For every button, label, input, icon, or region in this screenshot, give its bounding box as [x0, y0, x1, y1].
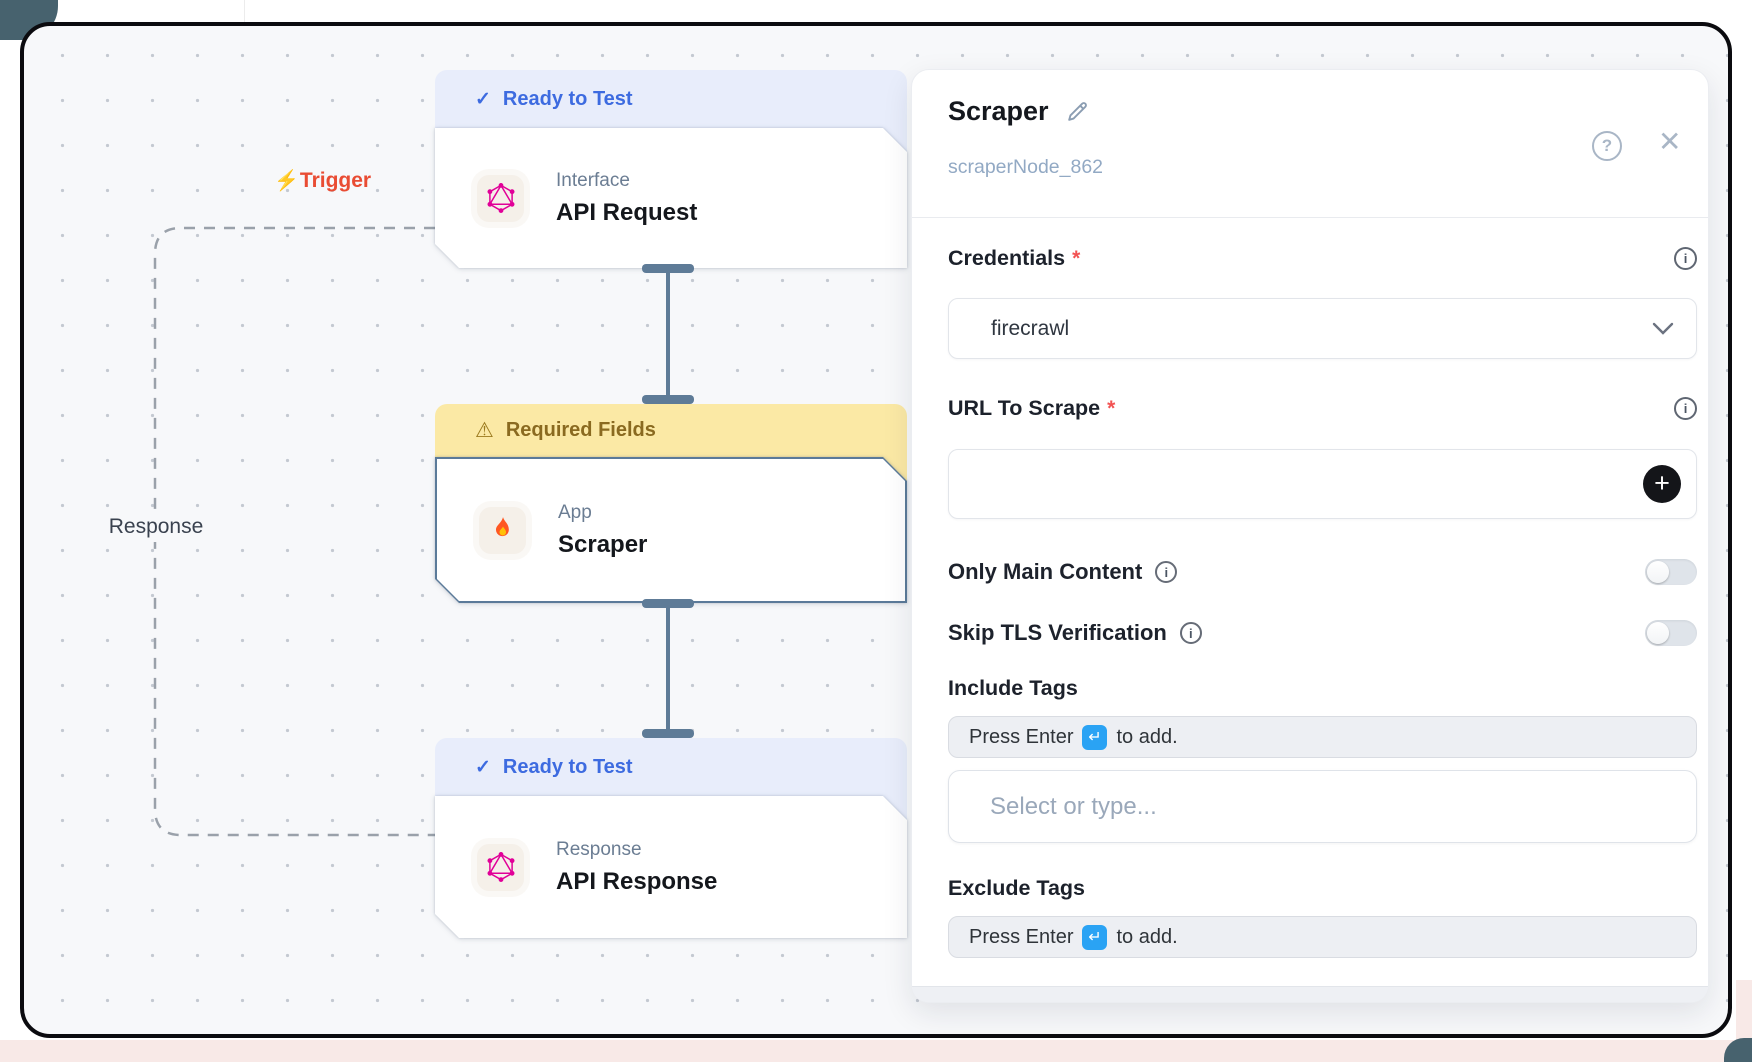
badge-label: Ready to Test: [502, 87, 633, 110]
hint-suffix: to add.: [1116, 925, 1178, 948]
fire-icon: [479, 507, 526, 554]
credentials-value: firecrawl: [991, 316, 1070, 340]
node-title: API Response: [556, 867, 718, 895]
info-icon[interactable]: i: [1179, 622, 1202, 644]
node-category: App: [558, 501, 592, 523]
node-card[interactable]: Response API Response: [435, 796, 907, 938]
app-frame: Response ⚡ Trigger ✓ Ready to Test: [20, 22, 1732, 1038]
include-tags-label: Include Tags: [948, 676, 1078, 700]
connector-handle-bottom: [642, 395, 694, 404]
credentials-select[interactable]: firecrawl: [948, 298, 1697, 359]
chevron-down-icon: [1652, 322, 1674, 335]
connector-handle-bottom: [642, 729, 694, 738]
connector-2[interactable]: [642, 599, 694, 738]
exclude-tags-hint: Press Enter ↵ to add.: [948, 916, 1697, 958]
outer-background-right: [1736, 980, 1752, 1040]
graphql-icon: [477, 175, 524, 222]
node-title: API Request: [556, 198, 698, 226]
check-icon: ✓: [475, 756, 491, 778]
outer-grid-line: [244, 0, 245, 22]
node-category: Response: [556, 838, 642, 860]
workflow-canvas[interactable]: Response ⚡ Trigger ✓ Ready to Test: [24, 26, 1728, 1034]
graphql-icon: [477, 844, 524, 891]
node-card-selected-border: App Scraper: [435, 457, 907, 603]
help-icon[interactable]: ?: [1592, 131, 1622, 161]
trigger-label: ⚡ Trigger: [274, 168, 371, 193]
panel-footer: [912, 986, 1708, 1002]
warning-icon: ⚠: [475, 419, 494, 442]
badge-label: Required Fields: [505, 419, 656, 441]
enter-key-icon: ↵: [1082, 724, 1108, 750]
connector-handle-top: [642, 599, 694, 608]
enter-key-icon: ↵: [1082, 924, 1108, 950]
connector-line: [666, 608, 670, 729]
url-input[interactable]: [948, 449, 1697, 519]
node-config-panel: Scraper scraperNode_862 ? ✕ Credentials …: [911, 69, 1709, 1003]
skip-tls-label: Skip TLS Verification: [948, 620, 1167, 645]
plus-icon[interactable]: +: [1643, 465, 1681, 503]
required-asterisk: *: [1107, 396, 1116, 420]
response-loop-label: Response: [98, 512, 214, 542]
toggle-knob: [1647, 622, 1669, 644]
connector-line: [666, 273, 670, 395]
hint-prefix: Press Enter: [969, 725, 1074, 748]
header-divider: [912, 217, 1708, 218]
lightning-icon: ⚡: [274, 170, 299, 192]
close-icon[interactable]: ✕: [1658, 126, 1682, 157]
node-api-response[interactable]: ✓ Ready to Test: [435, 738, 907, 978]
node-api-request[interactable]: ✓ Ready to Test: [435, 70, 907, 310]
node-card[interactable]: App Scraper: [437, 459, 905, 601]
info-icon[interactable]: i: [1674, 247, 1697, 270]
node-category: Interface: [556, 169, 630, 191]
include-tags-input[interactable]: [948, 770, 1697, 843]
check-icon: ✓: [475, 88, 491, 110]
node-card[interactable]: Interface API Request: [435, 128, 907, 268]
trigger-text: Trigger: [299, 168, 372, 192]
outer-background-bottom: [0, 1040, 1752, 1062]
node-scraper[interactable]: ⚠ Required Fields App Scra: [435, 404, 907, 604]
url-label: URL To Scrape: [948, 396, 1101, 420]
required-asterisk: *: [1072, 246, 1081, 270]
badge-label: Ready to Test: [502, 755, 633, 778]
skip-tls-toggle[interactable]: [1645, 620, 1697, 646]
include-tags-hint: Press Enter ↵ to add.: [948, 716, 1697, 758]
node-id: scraperNode_862: [948, 156, 1104, 178]
toggle-knob: [1647, 561, 1669, 583]
info-icon[interactable]: i: [1674, 397, 1697, 420]
only-main-content-label: Only Main Content: [948, 559, 1143, 584]
connector-1[interactable]: [642, 264, 694, 404]
panel-title: Scraper: [948, 96, 1049, 126]
connector-handle-top: [642, 264, 694, 273]
edit-pencil-icon[interactable]: [1065, 99, 1090, 124]
hint-prefix: Press Enter: [969, 925, 1074, 948]
exclude-tags-label: Exclude Tags: [948, 876, 1086, 900]
hint-suffix: to add.: [1116, 725, 1178, 748]
info-icon[interactable]: i: [1155, 561, 1178, 583]
only-main-content-toggle[interactable]: [1645, 559, 1697, 585]
node-title: Scraper: [558, 530, 648, 558]
credentials-label: Credentials: [948, 246, 1066, 270]
